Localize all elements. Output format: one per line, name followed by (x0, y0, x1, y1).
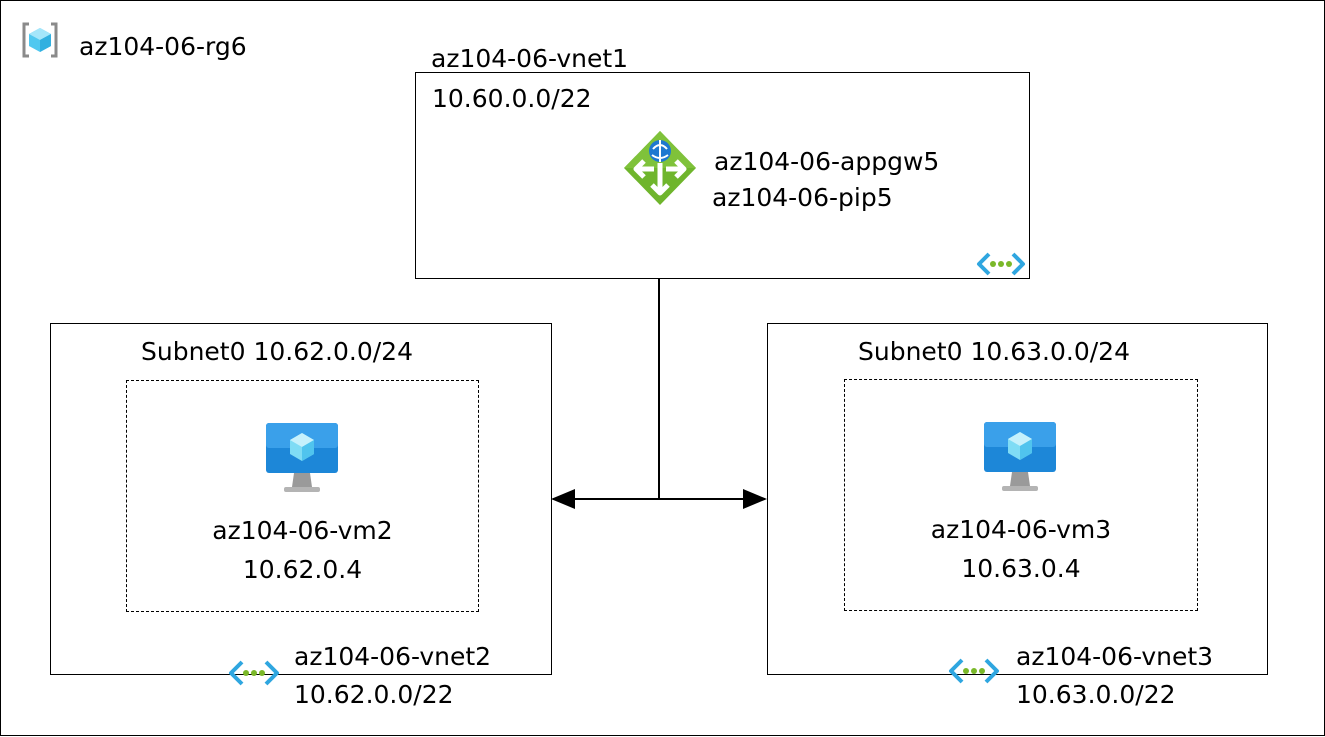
vnet2-name: az104-06-vnet2 (294, 642, 492, 671)
vnet3-box: Subnet0 10.63.0.0/24 az104-06-vm3 10.63.… (767, 323, 1268, 675)
vm3-name: az104-06-vm3 (930, 515, 1112, 544)
vm2-ip: 10.62.0.4 (242, 555, 363, 584)
virtual-network-icon (948, 657, 1000, 685)
virtual-machine-icon (264, 423, 340, 493)
vnet1-box: 10.60.0.0/22 az104-06-appgw5 az104-06-pi… (415, 72, 1030, 279)
vnet3-subnet-label: Subnet0 10.63.0.0/24 (858, 337, 1130, 366)
vnet3-name: az104-06-vnet3 (1016, 642, 1214, 671)
vnet2-subnet-label: Subnet0 10.62.0.0/24 (141, 337, 413, 366)
vnet1-name: az104-06-vnet1 (431, 44, 629, 73)
appgw-public-ip: az104-06-pip5 (712, 183, 893, 212)
appgw-name: az104-06-appgw5 (714, 147, 940, 176)
resource-group-label: az104-06-rg6 (79, 32, 247, 61)
vnet3-address-space: 10.63.0.0/22 (1016, 680, 1176, 709)
vnet1-address-space: 10.60.0.0/22 (432, 84, 592, 113)
virtual-machine-icon (982, 422, 1058, 492)
vm2-name: az104-06-vm2 (212, 516, 393, 545)
virtual-network-icon (976, 251, 1026, 277)
resource-group-icon (21, 21, 59, 59)
vnet3-subnet-box: az104-06-vm3 10.63.0.4 (844, 379, 1198, 611)
vm3-ip: 10.63.0.4 (961, 554, 1081, 583)
vnet2-box: Subnet0 10.62.0.0/24 az104-06-vm2 10.62.… (50, 323, 552, 675)
application-gateway-icon (622, 129, 698, 207)
vnet2-subnet-box: az104-06-vm2 10.62.0.4 (126, 380, 479, 612)
virtual-network-icon (228, 659, 280, 687)
vnet2-address-space: 10.62.0.0/22 (294, 680, 454, 709)
